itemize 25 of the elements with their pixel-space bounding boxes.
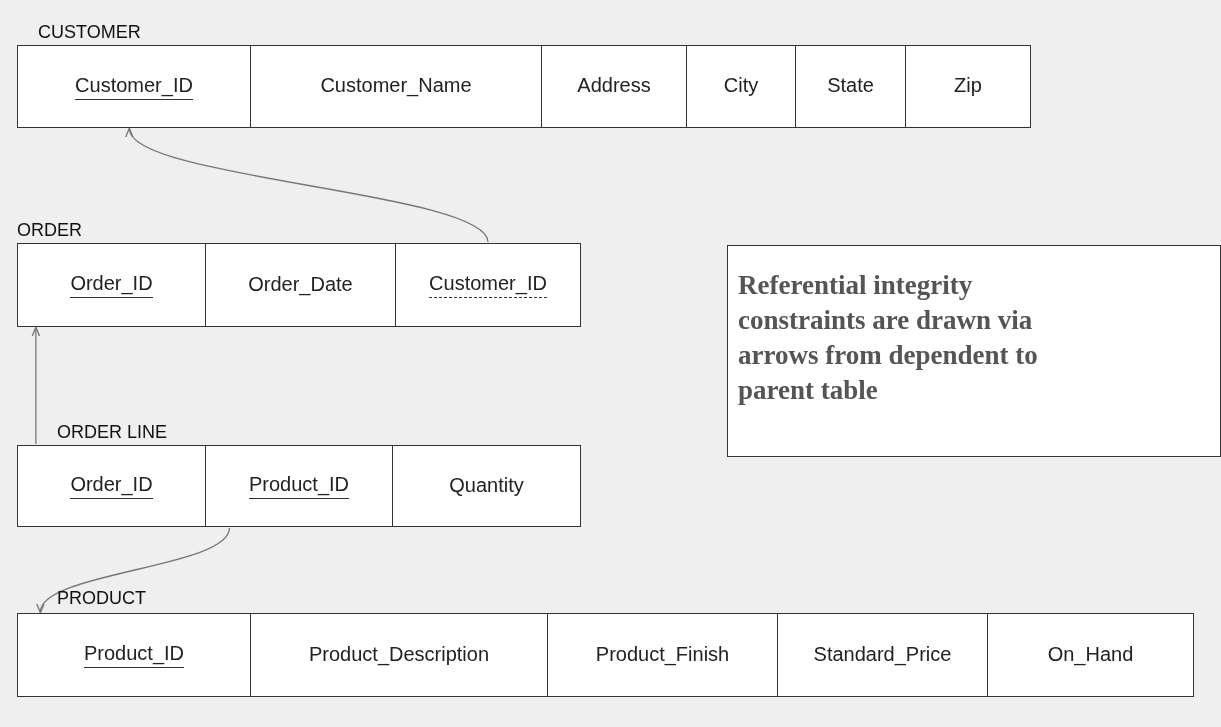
arrow [39, 527, 231, 614]
arrow [31, 326, 41, 445]
table-name: ORDER LINE [57, 422, 168, 443]
attribute-cell: Customer_ID [395, 243, 581, 327]
attribute-cell: Order_ID [17, 445, 206, 527]
attribute-cell: Order_Date [205, 243, 396, 327]
attribute-cell: Zip [905, 45, 1031, 128]
attribute-cell: On_Hand [987, 613, 1194, 697]
attribute-cell: Customer_ID [17, 45, 251, 128]
table-name: CUSTOMER [38, 22, 141, 43]
attribute-cell: Standard_Price [777, 613, 988, 697]
attribute-cell: Customer_Name [250, 45, 542, 128]
arrow [128, 127, 489, 243]
attribute-cell: State [795, 45, 906, 128]
attribute-cell: City [686, 45, 796, 128]
attribute-cell: Product_Description [250, 613, 548, 697]
note-box: Referential integrity constraints are drawn via arrows from dependent to parent table [727, 245, 1221, 457]
attribute-cell: Product_ID [17, 613, 251, 697]
attribute-cell: Order_ID [17, 243, 206, 327]
attribute-cell: Address [541, 45, 687, 128]
table-name: PRODUCT [57, 588, 146, 609]
attribute-cell: Product_ID [205, 445, 393, 527]
attribute-cell: Quantity [392, 445, 581, 527]
attribute-cell: Product_Finish [547, 613, 778, 697]
table-name: ORDER [17, 220, 82, 241]
